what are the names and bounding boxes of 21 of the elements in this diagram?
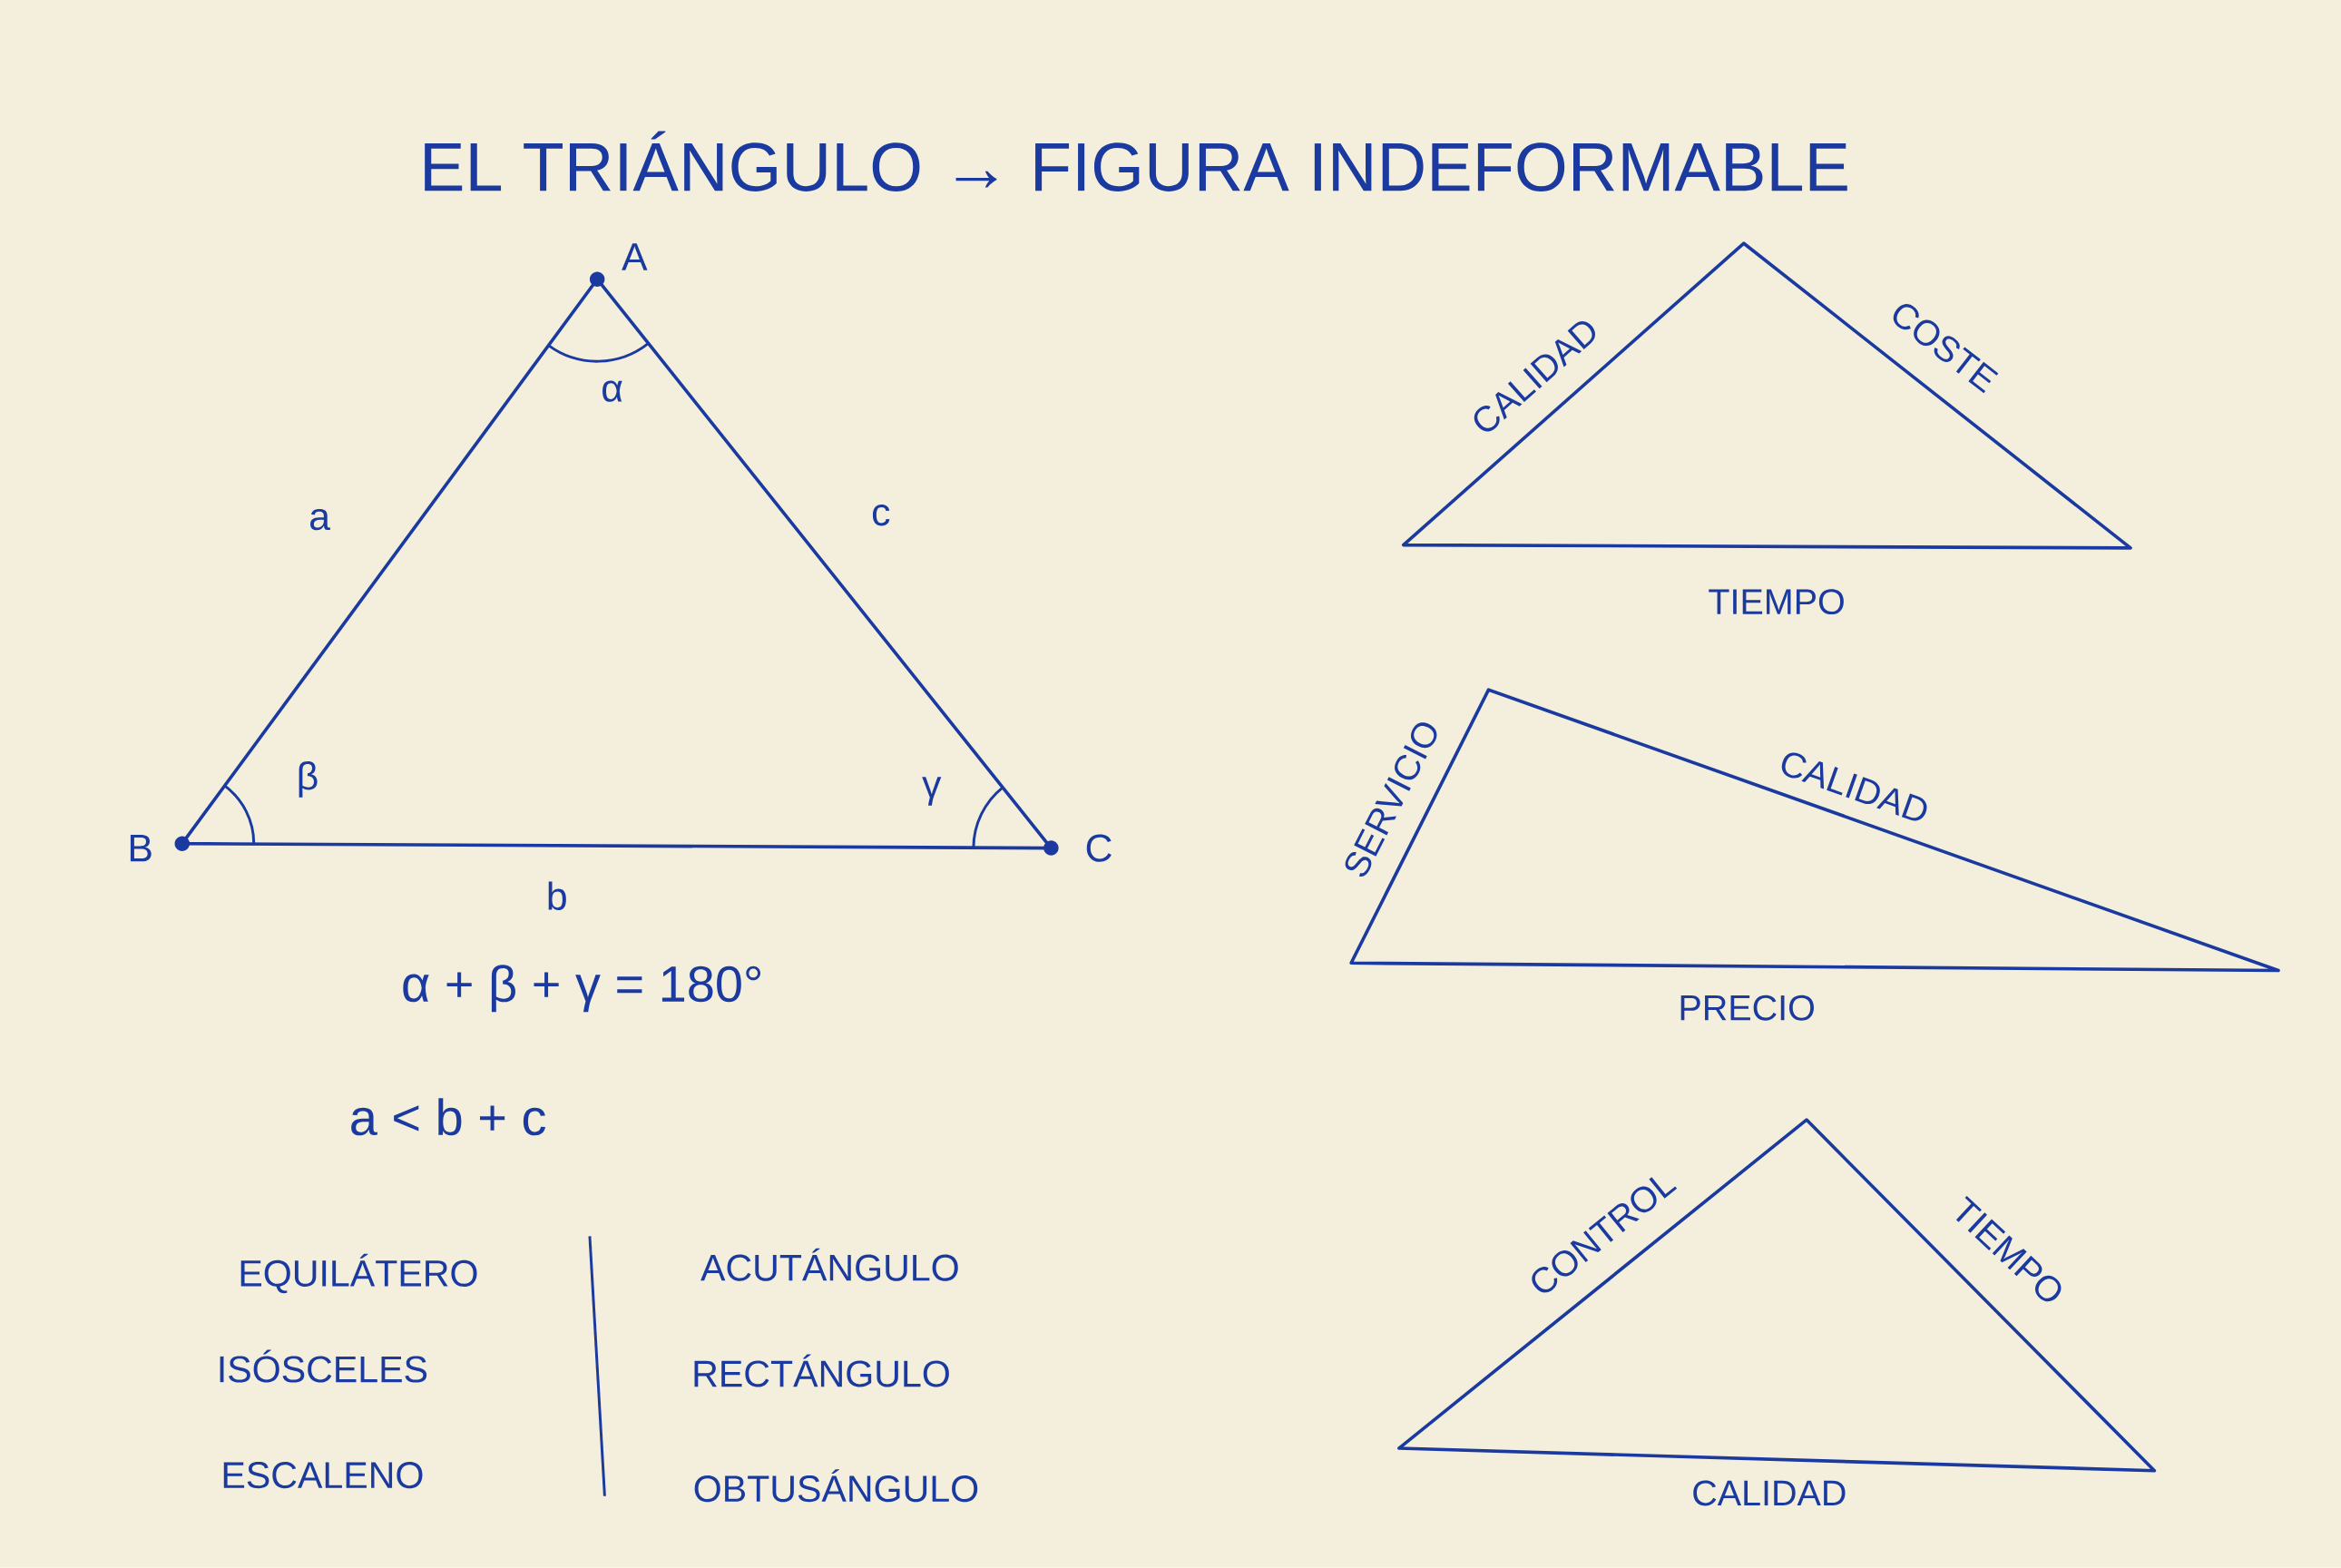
side-label: a	[310, 509, 331, 531]
formula: a < b + c	[351, 1098, 545, 1136]
angle-label: α	[602, 380, 622, 402]
side-label: CALIDAD	[1693, 1480, 1846, 1506]
side-label: c	[872, 505, 890, 526]
vertex-label: A	[622, 243, 648, 270]
list-item: ESCALENO	[223, 1462, 423, 1489]
side-label: PRECIO	[1680, 995, 1814, 1021]
title: EL TRIÁNGULO → FIGURA INDEFORMABLE	[425, 131, 1847, 192]
formula: α + β + γ = 180°	[403, 965, 760, 1013]
list-item: OBTUSÁNGULO	[694, 1469, 978, 1503]
vertex-label: B	[130, 835, 152, 862]
list-item: RECTÁNGULO	[694, 1354, 949, 1387]
list-item: ACUTÁNGULO	[700, 1248, 958, 1281]
side-label: b	[548, 881, 566, 911]
list-item: EQUILÁTERO	[240, 1254, 477, 1294]
list-item: ISÓSCELES	[220, 1349, 427, 1383]
angle-label: γ	[922, 777, 942, 806]
side-label: TIEMPO	[1709, 589, 1844, 615]
vertex-label: C	[1086, 834, 1112, 862]
angle-label: β	[299, 761, 318, 798]
